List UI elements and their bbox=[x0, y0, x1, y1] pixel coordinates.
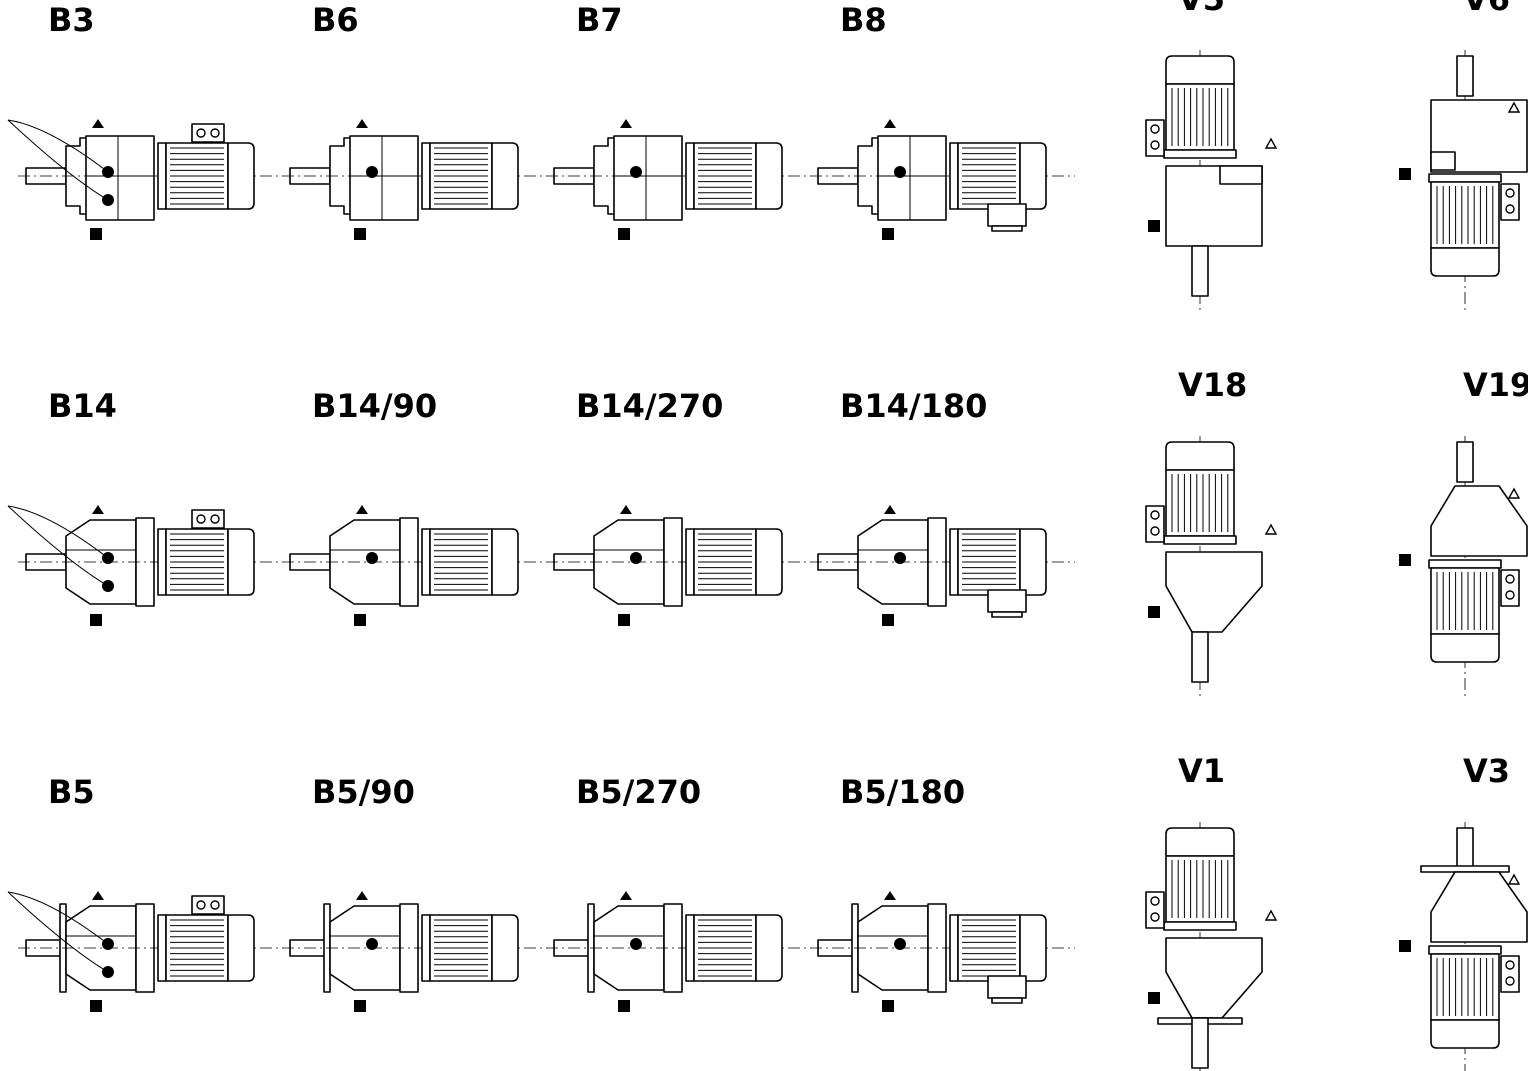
horizontal-unit-b14-270: B14/270 bbox=[546, 387, 811, 626]
position-label: B14/180 bbox=[840, 387, 987, 425]
horizontal-unit-b6: B6 bbox=[282, 1, 547, 240]
callout: G_.3 bbox=[0, 109, 109, 201]
position-label: B3 bbox=[48, 1, 95, 39]
position-label: B14/90 bbox=[312, 387, 437, 425]
horizontal-unit-b14-90: B14/90 bbox=[282, 387, 547, 626]
position-label: V6 bbox=[1463, 0, 1510, 18]
horizontal-unit-b5-90: B5/90 bbox=[282, 773, 547, 1012]
position-label: B5/180 bbox=[840, 773, 965, 811]
horizontal-unit-b14: B14G_.3 bbox=[0, 387, 283, 626]
horizontal-unit-b3: B3G_.3 bbox=[0, 1, 283, 240]
callout-label: G_.3 bbox=[0, 881, 1, 901]
position-label: B7 bbox=[576, 1, 623, 39]
motor bbox=[157, 528, 255, 596]
position-label: B14 bbox=[48, 387, 117, 425]
motor bbox=[421, 142, 519, 210]
motor bbox=[157, 914, 255, 982]
motor bbox=[949, 142, 1047, 210]
motor bbox=[685, 142, 783, 210]
vertical-unit-v5: V5 bbox=[1145, 0, 1278, 310]
junction-box bbox=[987, 589, 1027, 618]
motor bbox=[949, 528, 1047, 596]
junction-box bbox=[987, 203, 1027, 232]
position-label: V1 bbox=[1178, 752, 1225, 790]
horizontal-unit-b8: B8 bbox=[810, 1, 1075, 240]
vertical-unit-v19: V19 bbox=[1399, 366, 1528, 696]
position-label: V5 bbox=[1178, 0, 1225, 18]
position-label: B8 bbox=[840, 1, 887, 39]
motor bbox=[421, 914, 519, 982]
position-label: B5 bbox=[48, 773, 95, 811]
position-label: V3 bbox=[1463, 752, 1510, 790]
terminal-box bbox=[191, 509, 225, 529]
terminal-box bbox=[191, 895, 225, 915]
callout: G_.3 bbox=[0, 881, 109, 973]
motor bbox=[685, 528, 783, 596]
position-label: V18 bbox=[1178, 366, 1247, 404]
motor bbox=[421, 528, 519, 596]
position-label: B14/270 bbox=[576, 387, 723, 425]
vertical-unit-v1: V1 bbox=[1145, 752, 1278, 1071]
position-label: V19 bbox=[1463, 366, 1528, 404]
horizontal-unit-b7: B7 bbox=[546, 1, 811, 240]
vertical-unit-v6: V6 bbox=[1399, 0, 1528, 310]
motor bbox=[949, 914, 1047, 982]
motor bbox=[157, 142, 255, 210]
position-label: B5/90 bbox=[312, 773, 415, 811]
vertical-unit-v3: V3 bbox=[1399, 752, 1528, 1071]
horizontal-unit-b5-180: B5/180 bbox=[810, 773, 1075, 1012]
position-label: B5/270 bbox=[576, 773, 701, 811]
position-label: B6 bbox=[312, 1, 359, 39]
callout: G_.3 bbox=[0, 495, 109, 587]
horizontal-unit-b5: B5G_.3 bbox=[0, 773, 283, 1012]
horizontal-unit-b14-180: B14/180 bbox=[810, 387, 1075, 626]
motor bbox=[685, 914, 783, 982]
junction-box bbox=[987, 975, 1027, 1004]
callout-label: G_.3 bbox=[0, 495, 1, 515]
terminal-box bbox=[191, 123, 225, 143]
vertical-unit-v18: V18 bbox=[1145, 366, 1278, 696]
horizontal-unit-b5-270: B5/270 bbox=[546, 773, 811, 1012]
callout-label: G_.3 bbox=[0, 109, 1, 129]
